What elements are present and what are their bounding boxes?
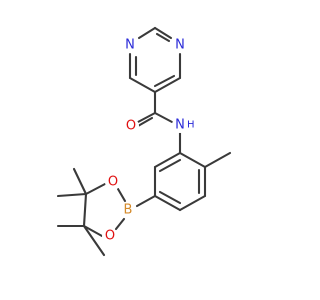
bond-c4-c5-double [153, 74, 176, 88]
bond-b-o-top [116, 187, 127, 203]
bond-c2-n3-double [155, 32, 171, 43]
atom-n-amide: N [175, 118, 185, 133]
atom-labels: N N O N H B O O [102, 37, 195, 244]
atom-n-pyrimidine-left: N [125, 38, 135, 53]
bond-o-top-c [84, 182, 107, 196]
bond-c2-n1 [137, 26, 157, 40]
bond-c-n-amide [153, 111, 174, 124]
bond-c-o-double [136, 116, 154, 128]
pyrimidine-ring [128, 26, 182, 94]
bond-c-c [82, 192, 88, 228]
structure-drawing: N N O N H B O O [56, 26, 232, 257]
bond-b6-b1 [153, 151, 182, 169]
bond-c4-c5 [153, 76, 182, 94]
bond-benzene-boron [135, 194, 157, 208]
atom-o-dioxa-top: O [108, 175, 118, 190]
molecule-diagram: N N O N H B O O [56, 26, 232, 257]
bond-c-o [136, 111, 157, 124]
bond-b4-b5-double [158, 190, 182, 205]
dioxaborolane-ring [82, 182, 127, 238]
bond-c2-n3 [153, 26, 173, 40]
atom-boron: B [124, 203, 133, 218]
bond-cbot-me2 [82, 224, 106, 257]
atom-o-dioxa-bottom: O [105, 229, 115, 244]
bond-b-o-bottom [114, 217, 126, 231]
bond-b1-b2 [178, 151, 207, 169]
benzene-ring [153, 151, 207, 212]
atom-n-pyrimidine-right: N [175, 38, 185, 53]
bond-c6-c5 [128, 76, 157, 94]
bond-b3-b4 [178, 194, 207, 212]
bond-ctop-me2 [56, 192, 88, 198]
bond-o-bottom-c [82, 224, 104, 238]
atom-o-carbonyl: O [126, 119, 136, 134]
bond-b6-b1-double [158, 158, 182, 173]
atom-h-amide: H [187, 120, 195, 131]
bond-b4-b5 [153, 194, 182, 212]
bond-ctop-me1 [72, 167, 88, 196]
bond-methyl [203, 151, 232, 169]
